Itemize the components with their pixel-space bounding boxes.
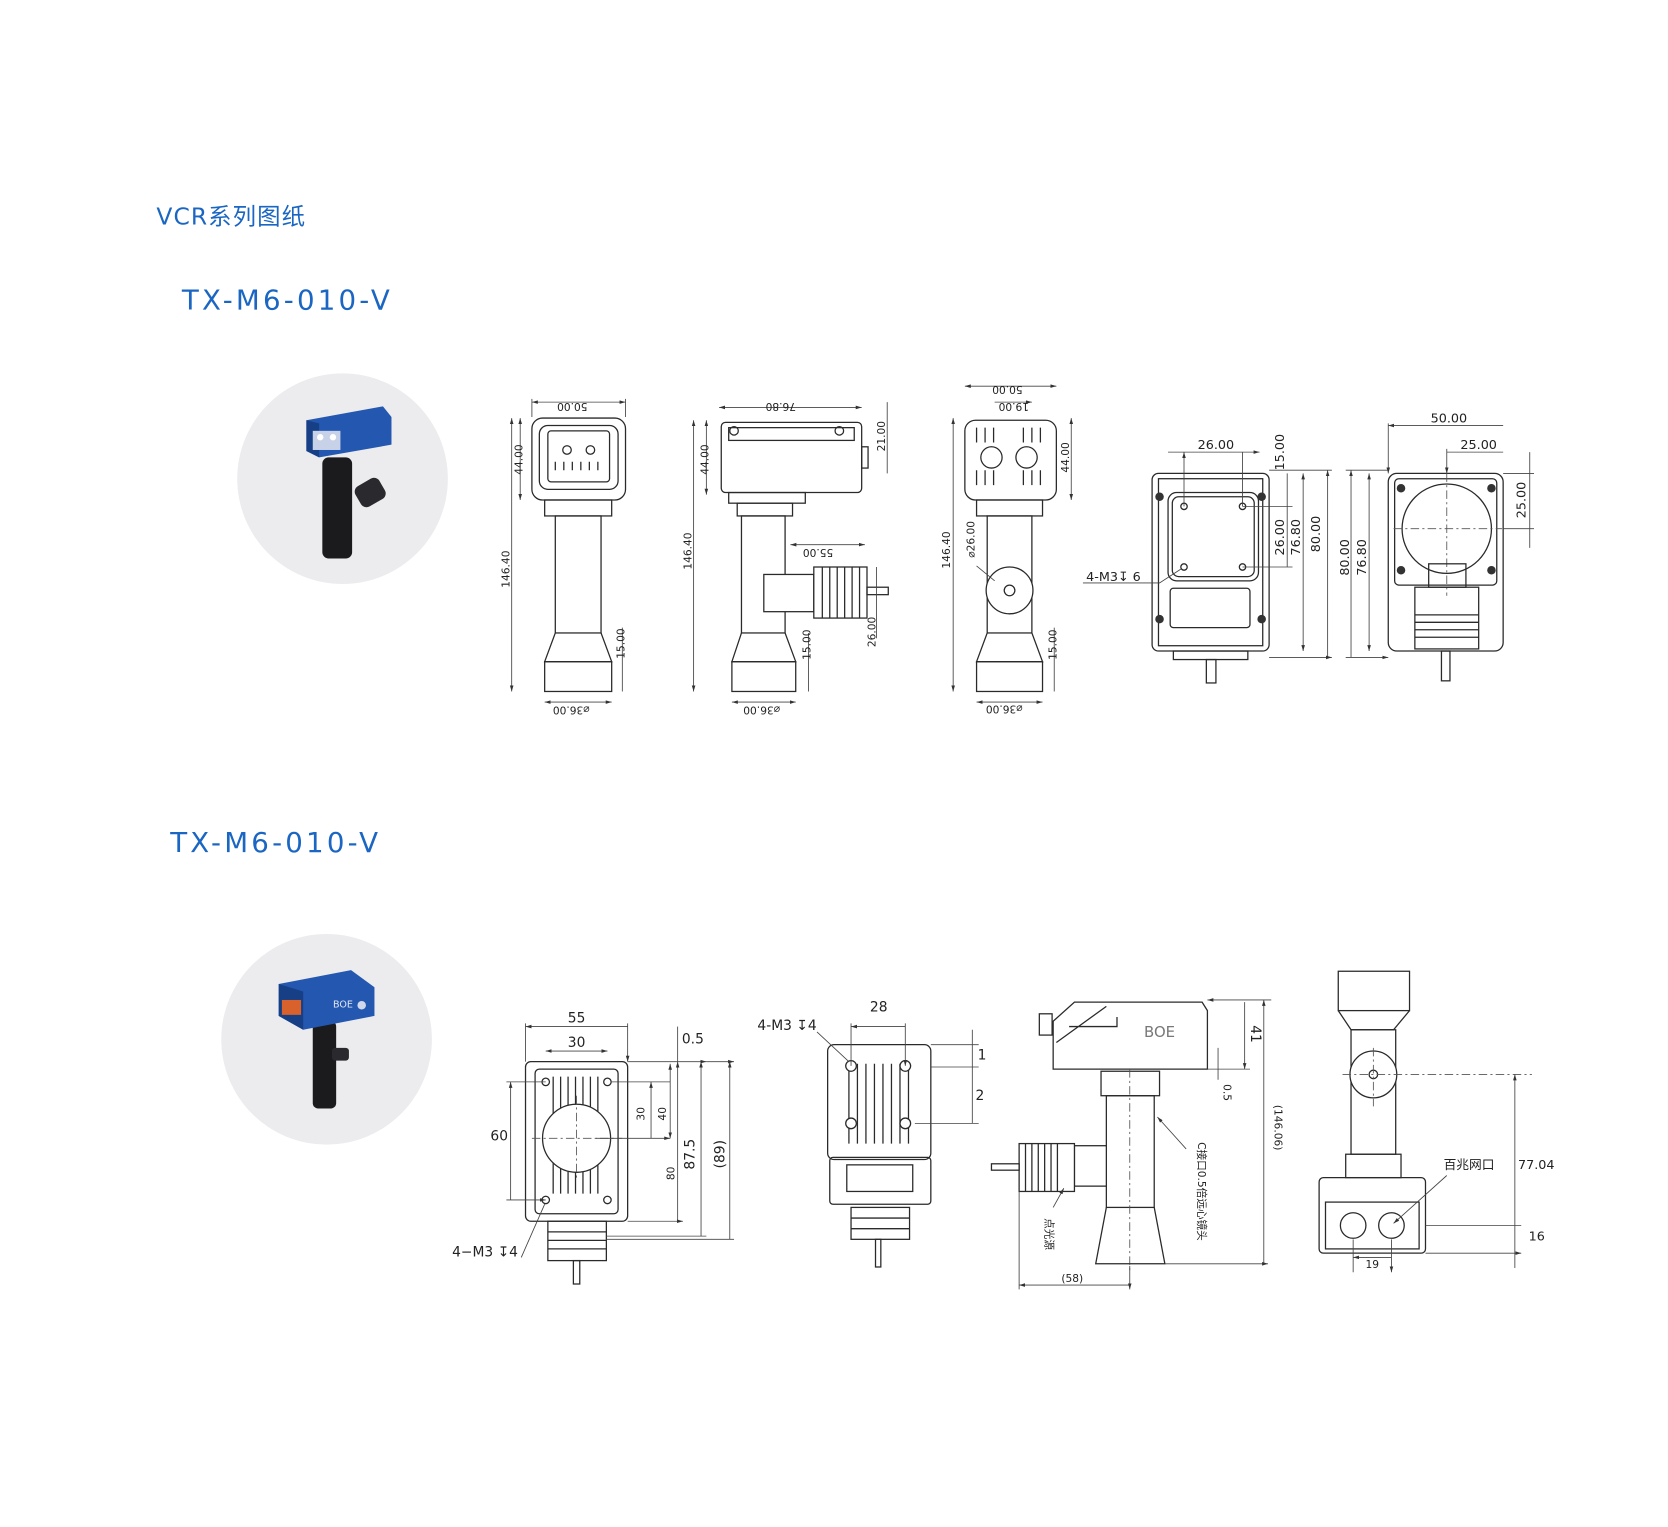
svg-text:C接口0.5倍远心镜头: C接口0.5倍远心镜头 (1195, 1142, 1208, 1241)
svg-text:40: 40 (656, 1107, 669, 1121)
svg-text:146.40: 146.40 (681, 532, 694, 569)
svg-text:BOE: BOE (1144, 1023, 1175, 1041)
drawing-front-view-2: 百兆网口 77.04 16 19 (1318, 970, 1555, 1272)
svg-text:55.00: 55.00 (803, 546, 834, 559)
svg-text:26.00: 26.00 (1273, 519, 1288, 556)
svg-text:15.00: 15.00 (614, 628, 627, 659)
svg-text:点光源: 点光源 (1043, 1218, 1056, 1250)
svg-text:80.00: 80.00 (1338, 539, 1353, 576)
product-photo-1 (237, 373, 448, 585)
svg-text:2: 2 (976, 1088, 985, 1104)
svg-text:41: 41 (1247, 1025, 1263, 1043)
drawing-front-view: 50.00 44.00 146.40 15.00 ⌀36.00 (500, 398, 627, 716)
svg-text:80: 80 (664, 1166, 677, 1180)
svg-text:25.00: 25.00 (1514, 482, 1529, 519)
svg-text:4-M3 ↧4: 4-M3 ↧4 (757, 1018, 816, 1034)
drawing-side-view-2: BOE 41 0.5 (146.06) C接口0.5倍远心镜头 点光源 (58) (990, 1000, 1284, 1289)
svg-text:0.5: 0.5 (682, 1032, 704, 1048)
svg-text:(146.06): (146.06) (1271, 1105, 1284, 1150)
drawing-top-view-2: 28 4-M3 ↧4 1 2 (757, 1000, 987, 1268)
model-heading-1: TX-M6-010-V (181, 285, 393, 318)
svg-text:26.00: 26.00 (1198, 438, 1235, 453)
drawing-top-view: 26.00 15.00 26.00 76.80 80.00 4-M3↧ 6 (1082, 434, 1332, 684)
svg-text:50.00: 50.00 (557, 400, 588, 413)
svg-text:44.00: 44.00 (698, 444, 711, 475)
svg-text:15.00: 15.00 (1046, 629, 1059, 660)
svg-text:76.80: 76.80 (1355, 539, 1370, 576)
svg-text:19.00: 19.00 (998, 400, 1029, 413)
drawing-side-view: 76.80 44.00 146.40 21.00 55.00 26.00 15.… (681, 400, 889, 716)
svg-text:4-M3↧ 6: 4-M3↧ 6 (1086, 570, 1141, 585)
svg-text:76.80: 76.80 (765, 400, 796, 413)
svg-text:30: 30 (568, 1035, 586, 1051)
svg-text:(58): (58) (1061, 1272, 1083, 1285)
svg-text:1: 1 (978, 1048, 987, 1064)
drawing-back-view: 55 30 0.5 60 30 40 80 87.5 (89) 4−M3 ↧4 (452, 1010, 734, 1285)
svg-text:50.00: 50.00 (1431, 411, 1468, 426)
svg-text:⌀36.00: ⌀36.00 (986, 702, 1023, 715)
model-heading-2: TX-M6-010-V (170, 827, 382, 860)
svg-text:⌀26.00: ⌀26.00 (964, 521, 977, 558)
svg-text:146.40: 146.40 (940, 531, 953, 568)
svg-text:28: 28 (870, 1000, 888, 1016)
svg-text:15.00: 15.00 (801, 629, 814, 660)
svg-text:44.00: 44.00 (1059, 442, 1072, 473)
svg-text:80.00: 80.00 (1309, 516, 1324, 553)
svg-text:30: 30 (635, 1107, 648, 1121)
svg-text:77.04: 77.04 (1518, 1158, 1555, 1173)
svg-text:(89): (89) (712, 1140, 728, 1168)
svg-text:44.00: 44.00 (512, 444, 525, 475)
svg-text:76.80: 76.80 (1289, 519, 1304, 556)
drawing-rear-view: 50.00 19.00 44.00 146.40 ⌀26.00 15.00 ⌀3… (940, 383, 1074, 715)
svg-text:百兆网口: 百兆网口 (1444, 1158, 1495, 1173)
svg-text:60: 60 (490, 1128, 508, 1144)
svg-text:15.00: 15.00 (1273, 434, 1288, 471)
svg-text:26.00: 26.00 (866, 616, 879, 647)
svg-text:25.00: 25.00 (1460, 438, 1497, 453)
svg-text:146.40: 146.40 (500, 550, 513, 587)
drawing-bottom-view: 50.00 25.00 25.00 80.00 76.80 (1338, 411, 1534, 682)
svg-text:4−M3 ↧4: 4−M3 ↧4 (452, 1244, 518, 1260)
svg-text:87.5: 87.5 (683, 1139, 699, 1170)
svg-text:21.00: 21.00 (875, 421, 888, 452)
page-title: VCR系列图纸 (156, 204, 307, 231)
svg-text:⌀36.00: ⌀36.00 (553, 703, 590, 716)
svg-text:0.5: 0.5 (1220, 1084, 1233, 1101)
svg-text:BOE: BOE (333, 999, 353, 1010)
svg-text:55: 55 (568, 1010, 586, 1026)
product-photo-2: BOE (221, 934, 432, 1145)
svg-text:16: 16 (1529, 1229, 1545, 1244)
svg-text:⌀36.00: ⌀36.00 (743, 703, 780, 716)
svg-text:19: 19 (1366, 1258, 1380, 1271)
svg-text:50.00: 50.00 (992, 383, 1023, 396)
